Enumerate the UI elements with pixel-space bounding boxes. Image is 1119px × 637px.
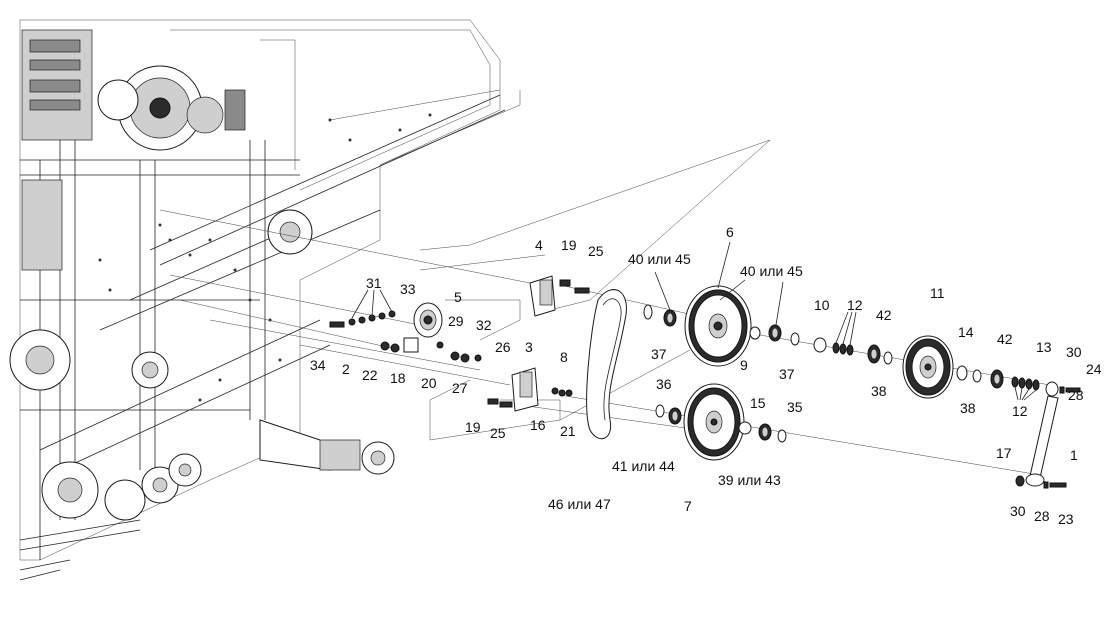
label-16: 16 bbox=[530, 417, 546, 433]
label-9: 9 bbox=[740, 357, 748, 373]
label-6: 6 bbox=[726, 224, 734, 240]
label-40-45-right: 40 или 45 bbox=[740, 263, 803, 279]
label-32: 32 bbox=[476, 317, 492, 333]
label-41-44: 41 или 44 bbox=[612, 458, 675, 474]
label-11: 11 bbox=[930, 285, 945, 301]
label-42-right: 42 bbox=[997, 331, 1013, 347]
label-37-mid: 37 bbox=[779, 366, 795, 382]
label-34: 34 bbox=[310, 357, 326, 373]
label-24: 24 bbox=[1086, 361, 1102, 377]
label-13: 13 bbox=[1036, 339, 1052, 355]
label-17: 17 bbox=[996, 445, 1012, 461]
label-37-left: 37 bbox=[651, 346, 667, 362]
label-19-lower: 19 bbox=[465, 419, 481, 435]
label-40-45-left: 40 или 45 bbox=[628, 251, 691, 267]
label-23: 23 bbox=[1058, 511, 1074, 527]
label-35: 35 bbox=[787, 399, 803, 415]
label-1: 1 bbox=[1070, 447, 1078, 463]
label-29: 29 bbox=[448, 313, 464, 329]
label-2: 2 bbox=[342, 361, 350, 377]
label-38-left: 38 bbox=[871, 383, 887, 399]
leader-lines bbox=[351, 241, 1037, 401]
parts bbox=[329, 275, 1081, 489]
label-14: 14 bbox=[958, 324, 974, 340]
label-31: 31 bbox=[366, 275, 382, 291]
label-21: 21 bbox=[560, 423, 576, 439]
label-27: 27 bbox=[452, 380, 468, 396]
label-25-upper: 25 bbox=[588, 243, 604, 259]
label-12-lower: 12 bbox=[1012, 403, 1028, 419]
label-4: 4 bbox=[535, 237, 543, 253]
label-36: 36 bbox=[656, 376, 672, 392]
machine-frame bbox=[9, 19, 521, 581]
label-15: 15 bbox=[750, 395, 766, 411]
label-42-left: 42 bbox=[876, 307, 892, 323]
label-12-upper: 12 bbox=[847, 297, 863, 313]
label-30-upper: 30 bbox=[1066, 344, 1082, 360]
label-28-upper: 28 bbox=[1068, 387, 1084, 403]
callout-labels: 4 19 25 40 или 45 6 40 или 45 31 33 5 29… bbox=[310, 224, 1102, 527]
label-28-lower: 28 bbox=[1034, 508, 1050, 524]
label-30-lower: 30 bbox=[1010, 503, 1026, 519]
label-26: 26 bbox=[495, 339, 511, 355]
label-5: 5 bbox=[454, 289, 462, 305]
label-38-right: 38 bbox=[960, 400, 976, 416]
label-3: 3 bbox=[525, 339, 533, 355]
label-19-upper: 19 bbox=[561, 237, 577, 253]
label-25-lower: 25 bbox=[490, 425, 506, 441]
label-10: 10 bbox=[814, 297, 830, 313]
label-22: 22 bbox=[362, 367, 378, 383]
label-33: 33 bbox=[400, 281, 416, 297]
label-18: 18 bbox=[390, 370, 406, 386]
label-39-43: 39 или 43 bbox=[718, 472, 781, 488]
label-20: 20 bbox=[421, 375, 437, 391]
label-46-47: 46 или 47 bbox=[548, 496, 611, 512]
label-7: 7 bbox=[684, 498, 692, 514]
label-8: 8 bbox=[560, 349, 568, 365]
